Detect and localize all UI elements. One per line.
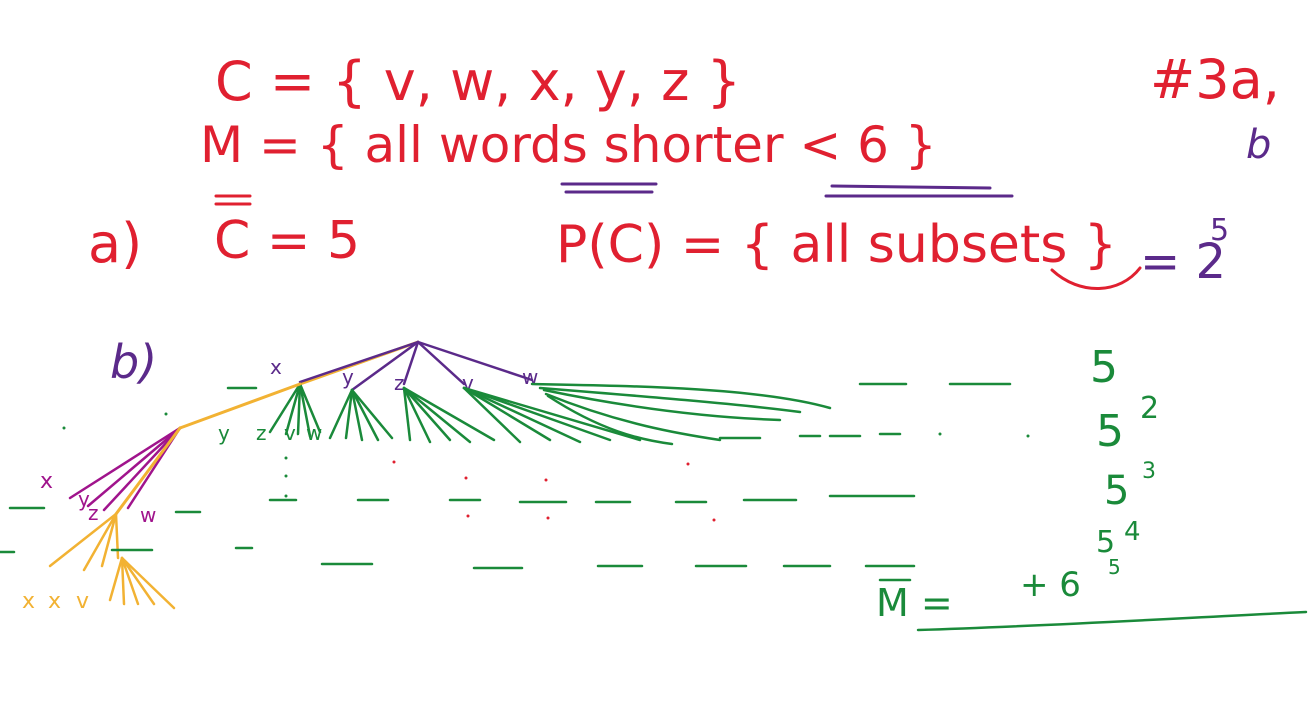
l4-label-x1: x [22,589,35,614]
power-4-base: 5 [1096,525,1115,560]
level3-dashes [8,494,916,514]
level2-dashes [226,382,1012,440]
l1-label-y: y [342,365,354,389]
l2-label-y: y [218,421,230,445]
l3-label-x: x [40,469,53,494]
subsets-underline [1050,266,1142,290]
powerset-exponent: 5 [1210,213,1229,248]
l4-label-v: v [76,589,89,614]
set-m-definition: M = { all words shorter < 6 } [200,116,937,174]
power-2-exp: 2 [1140,391,1159,426]
power-4-exp: 4 [1124,517,1141,547]
problem-number: #3a, [1150,48,1280,111]
total-m: M = [876,581,953,625]
power-5-base: + 6 [1020,565,1081,605]
set-c-definition: C = { v, w, x, y, z } [215,50,741,113]
l2-label-z: z [256,421,267,445]
tree-level2-branches [68,426,182,516]
part-b-label: b) [110,335,157,389]
dotted-markers [62,412,1030,522]
tree-level3-branches [48,512,176,610]
level4-dashes [0,546,916,570]
tree-root-branches [298,340,534,392]
part-a-label: a) [88,212,142,275]
l1-label-w: w [522,365,538,389]
power-3-base: 5 [1104,468,1129,514]
l4-label-x2: x [48,589,61,614]
l3-label-w: w [140,503,156,527]
l1-label-x: x [270,355,282,379]
powerset-size: = 2 [1140,234,1226,290]
l3-label-z: z [88,501,99,525]
l2-label-w: w [306,421,322,445]
path-x-orange [178,382,302,430]
powerset-definition: P(C) = { all subsets } [556,215,1117,275]
power-5-exp: 5 [1108,555,1121,579]
l2-label-v: v [284,421,296,445]
cardinality-c: C = 5 [214,211,360,271]
subsets-bar [830,184,992,190]
power-2-base: 5 [1096,406,1124,457]
problem-b-label: b [1246,122,1271,168]
tree-level1-fans [268,382,832,446]
total-underline [916,610,1308,632]
power-1-base: 5 [1090,342,1118,393]
power-3-exp: 3 [1142,459,1156,484]
l1-label-z: z [394,371,405,395]
l3-label-y: y [78,487,90,511]
